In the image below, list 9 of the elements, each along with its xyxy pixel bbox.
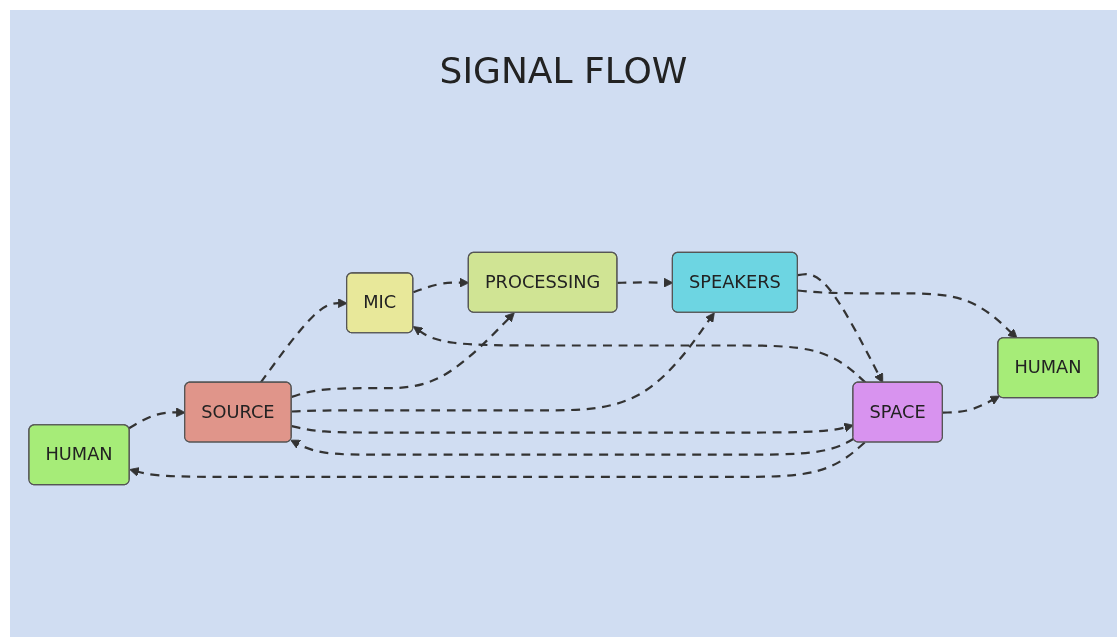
arrow bbox=[129, 441, 866, 478]
arrow bbox=[291, 312, 515, 398]
arrow bbox=[797, 289, 1018, 339]
diagram-title: SIGNAL FLOW bbox=[439, 50, 688, 91]
arrow bbox=[290, 437, 855, 456]
arrow bbox=[412, 326, 867, 384]
arrow bbox=[942, 395, 1001, 414]
arrow bbox=[797, 273, 884, 384]
arrow bbox=[291, 312, 715, 413]
